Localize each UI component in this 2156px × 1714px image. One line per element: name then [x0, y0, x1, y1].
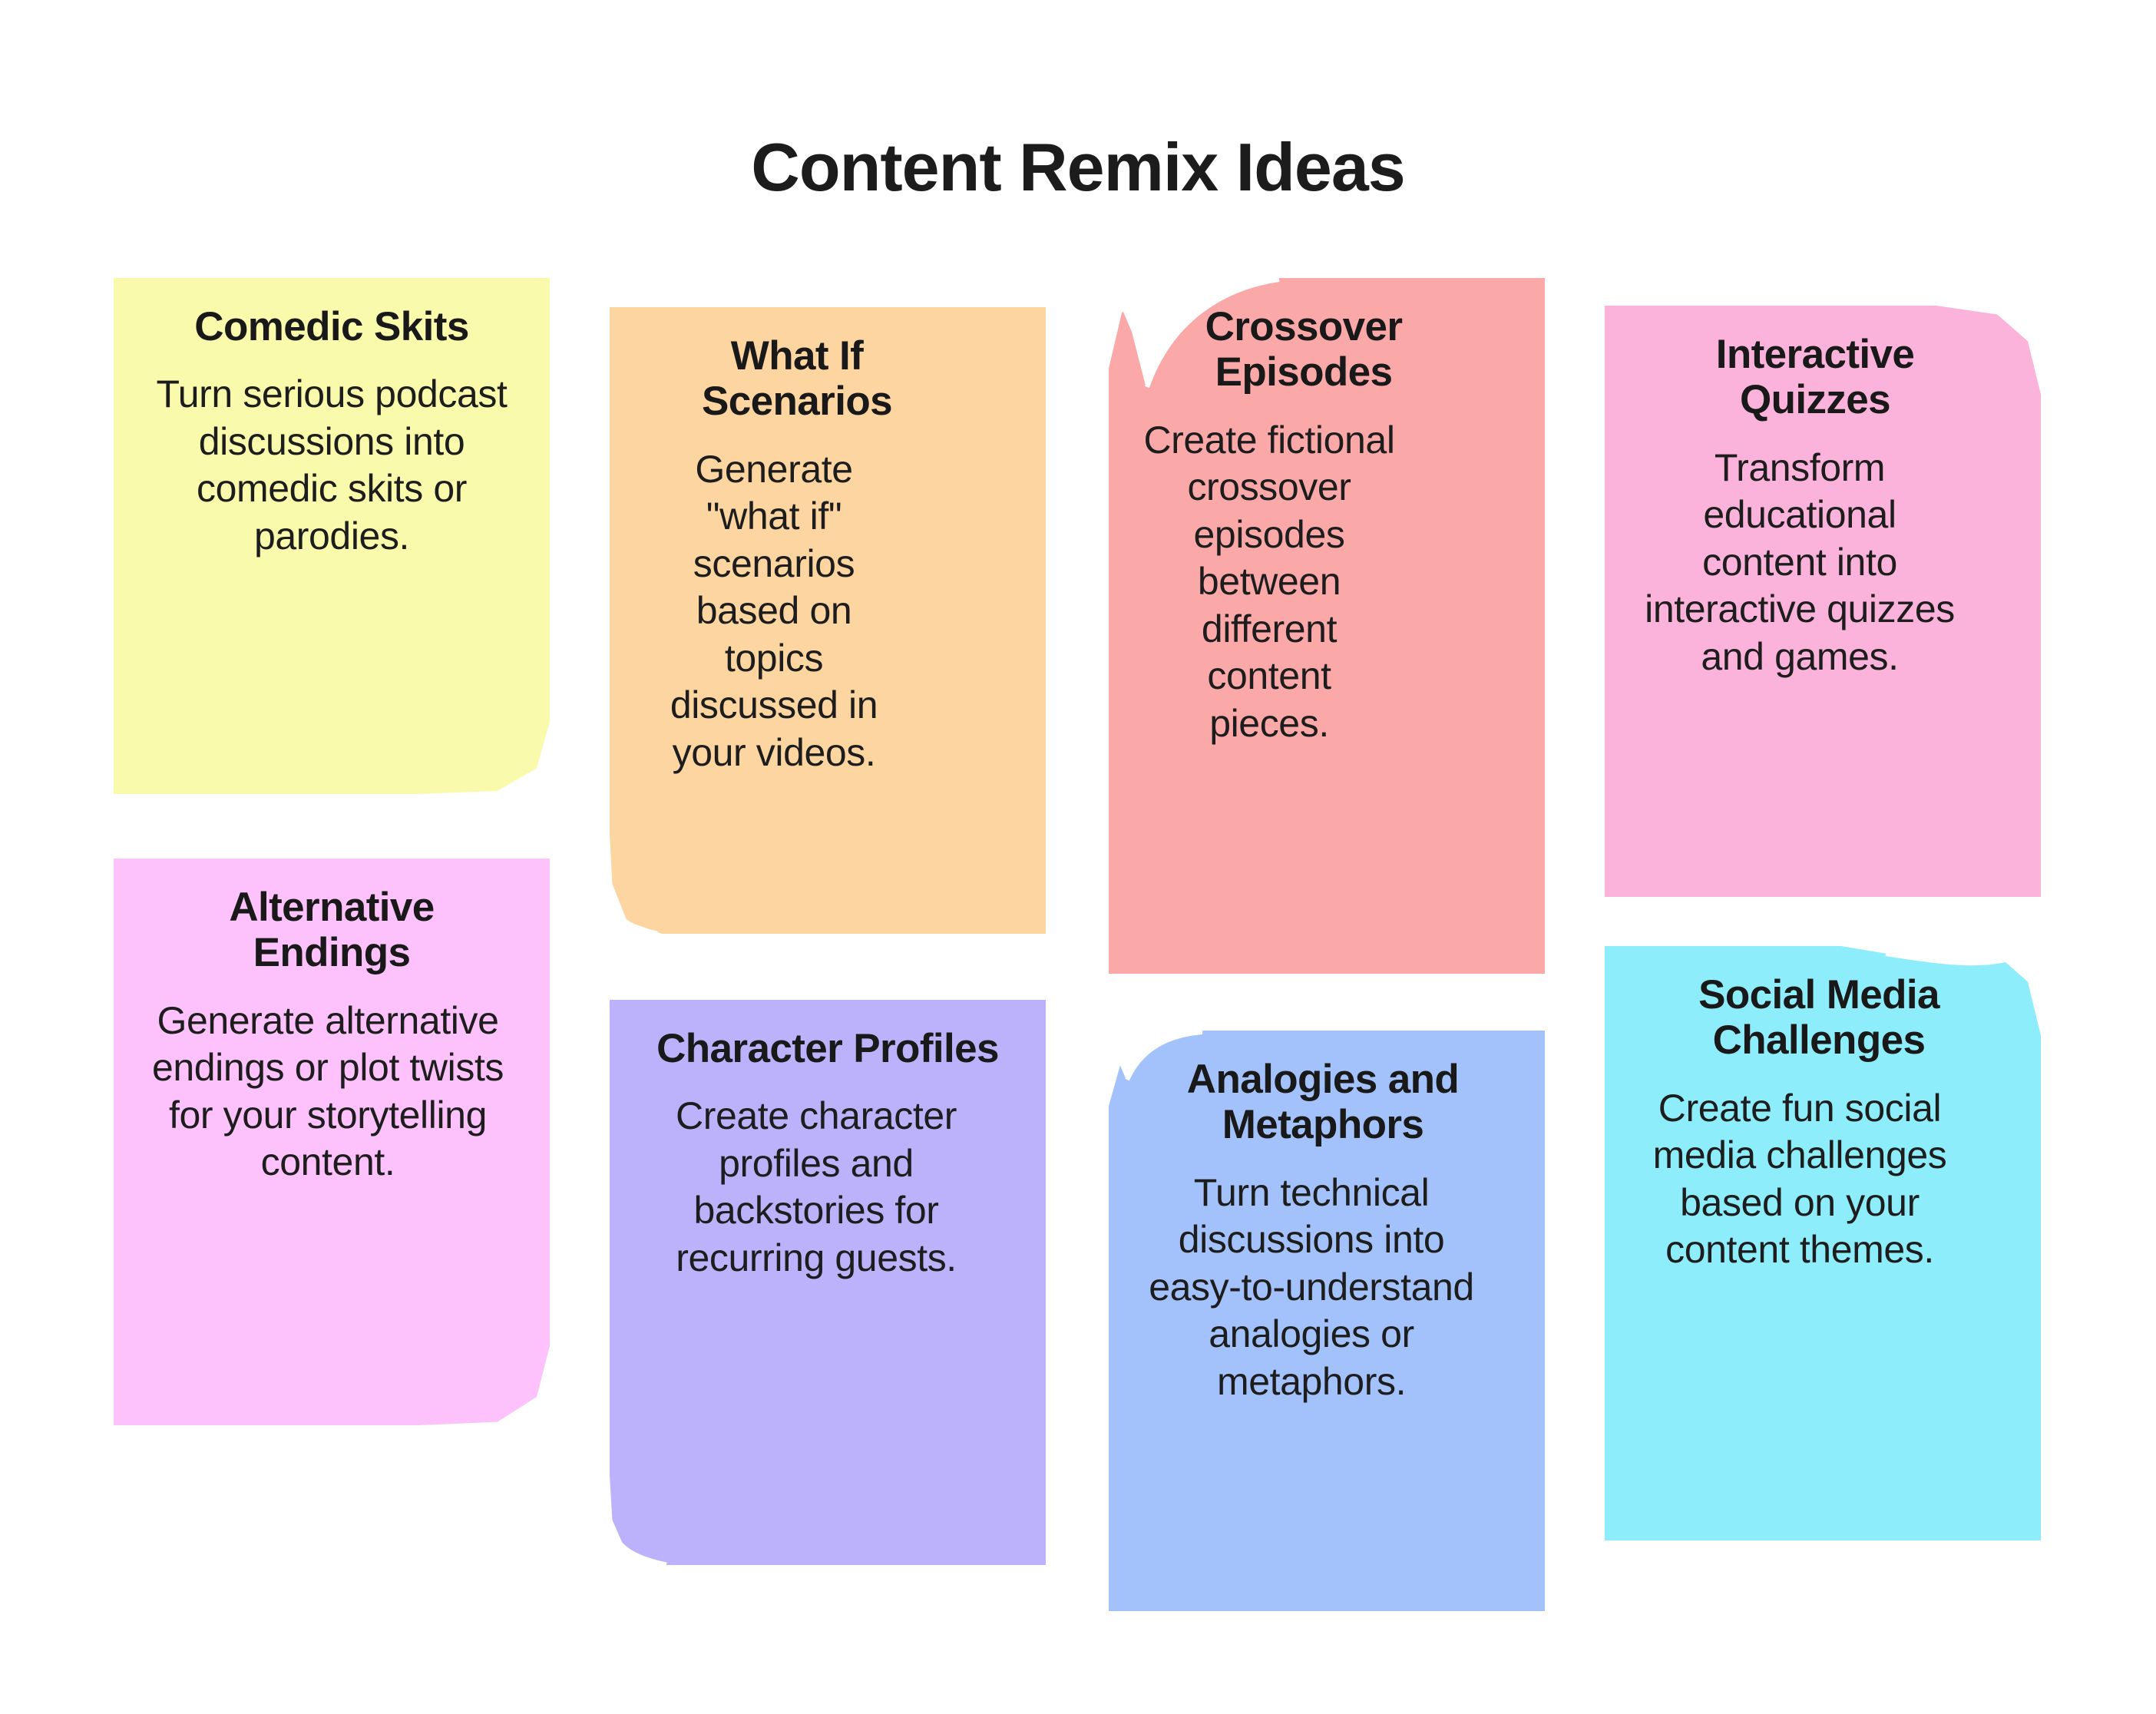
note-sheet [114, 859, 550, 1425]
note-title: Alternative Endings [229, 885, 435, 976]
sticky-note-alternative-endings[interactable]: Alternative Endings Generate alternative… [114, 859, 550, 1425]
note-sheet [1605, 306, 2041, 897]
note-title: Comedic Skits [194, 304, 469, 349]
sticky-note-crossover-episodes[interactable]: Crossover Episodes Create fictional cros… [1109, 278, 1545, 974]
sticky-note-analogies-and-metaphors[interactable]: Analogies and Metaphors Turn technical d… [1109, 1031, 1545, 1611]
note-body: Generate alternative endings or plot twi… [151, 998, 504, 1184]
page-title: Content Remix Ideas [751, 128, 1405, 205]
note-sheet [1605, 946, 2041, 1540]
note-sheet [114, 278, 550, 794]
note-title: Social Media Challenges [1698, 972, 1939, 1064]
note-sheet [610, 1000, 1046, 1565]
note-title: Analogies and Metaphors [1186, 1057, 1460, 1148]
note-title: What If Scenarios [702, 333, 893, 425]
note-body: Turn serious podcast discussions into co… [156, 372, 508, 558]
note-title: Character Profiles [656, 1026, 999, 1071]
note-title: Interactive Quizzes [1715, 332, 1915, 423]
note-body: Create fun social media challenges based… [1652, 1086, 1947, 1272]
note-body: Generate "what if" scenarios based on to… [670, 447, 878, 774]
sticky-note-comedic-skits[interactable]: Comedic Skits Turn serious podcast discu… [114, 278, 550, 794]
sticky-note-character-profiles[interactable]: Character Profiles Create character prof… [610, 1000, 1046, 1565]
note-sheet [610, 307, 1046, 934]
note-body: Create character profiles and backstorie… [676, 1094, 957, 1279]
note-title: Crossover Episodes [1205, 304, 1403, 395]
note-sheet [1109, 278, 1545, 974]
note-body: Turn technical discussions into easy-to-… [1149, 1170, 1474, 1403]
sticky-note-interactive-quizzes[interactable]: Interactive Quizzes Transform educationa… [1605, 306, 2041, 897]
sticky-note-social-media-challenges[interactable]: Social Media Challenges Create fun socia… [1605, 946, 2041, 1540]
note-body: Create fictional crossover episodes betw… [1143, 418, 1395, 745]
note-body: Transform educational content into inter… [1645, 445, 1955, 678]
sticky-note-what-if-scenarios[interactable]: What If Scenarios Generate "what if" sce… [610, 307, 1046, 934]
note-sheet [1109, 1031, 1545, 1611]
